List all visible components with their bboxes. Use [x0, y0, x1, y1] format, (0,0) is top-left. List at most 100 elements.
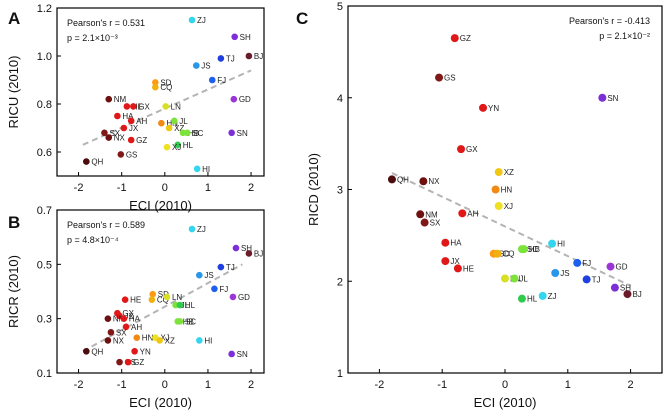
point-label-JL: JL [519, 274, 528, 283]
point-BJ [623, 290, 632, 299]
y-tick-label: 0.7 [37, 205, 52, 217]
point-JX [120, 124, 128, 132]
point-NM [104, 315, 112, 322]
point-label-YN: YN [488, 104, 499, 113]
y-tick-label: 1.2 [37, 3, 52, 15]
point-label-CQ: CQ [160, 83, 172, 92]
point-JL [510, 274, 519, 283]
point-label-XZ: XZ [504, 168, 514, 177]
point-SD [149, 290, 157, 298]
panel-letter: A [8, 9, 20, 28]
point-label-CQ: CQ [157, 296, 169, 305]
point-JX [441, 257, 450, 266]
point-label-AH: AH [136, 117, 147, 126]
point-label-SN: SN [237, 129, 248, 138]
point-GS [435, 73, 444, 82]
point-label-SD: SD [499, 250, 510, 259]
x-tick-label: 1 [205, 182, 211, 194]
plot-frame [56, 209, 265, 374]
point-HE [123, 103, 131, 110]
point-SX [420, 218, 429, 227]
point-label-GX: GX [122, 309, 134, 318]
point-label-TJ: TJ [226, 54, 235, 63]
point-label-SD: SD [158, 290, 169, 299]
point-XZ [156, 337, 163, 344]
point-GD [230, 95, 238, 103]
point-label-SH: SH [240, 33, 251, 42]
point-label-SD: SD [160, 78, 171, 87]
point-AH [458, 209, 467, 218]
point-label-HI: HI [204, 336, 212, 345]
point-JS [551, 268, 560, 277]
point-label-AH: AH [467, 209, 478, 218]
point-SH [232, 244, 240, 252]
point-label-GS: GS [126, 150, 138, 159]
point-label-JL: JL [179, 117, 188, 126]
point-label-NX: NX [113, 336, 125, 345]
point-SH [231, 33, 238, 41]
pearson-r: Pearson's r = -0.413 [569, 16, 650, 26]
point-label-XJ: XJ [172, 143, 181, 152]
panel-letter: C [296, 9, 308, 28]
point-label-GZ: GZ [133, 358, 144, 367]
pearson-r: Pearson's r = 0.589 [67, 220, 145, 230]
point-BJ [245, 250, 253, 257]
y-tick-label: 2 [337, 276, 343, 288]
panel-letter: B [8, 213, 20, 232]
point-label-BJ: BJ [632, 290, 641, 299]
point-ZJ [538, 291, 547, 300]
point-HN [158, 119, 165, 127]
point-HL [174, 141, 182, 149]
point-HE [121, 296, 129, 303]
point-FJ [573, 258, 582, 267]
point-label-JS: JS [560, 269, 569, 278]
point-label-JX: JX [450, 257, 460, 266]
point-NX [419, 177, 428, 186]
point-label-HI: HI [557, 240, 565, 249]
p-value: p = 4.8×10⁻⁴ [67, 235, 119, 245]
point-HL [517, 294, 526, 303]
point-label-SH: SH [620, 284, 631, 293]
point-label-SC: SC [527, 245, 538, 254]
point-CQ [148, 296, 156, 303]
point-label-HA: HA [450, 239, 462, 248]
point-HE [453, 264, 462, 273]
point-label-BJ: BJ [254, 249, 263, 258]
point-label-SH: SH [241, 244, 252, 253]
point-label-QH: QH [91, 347, 103, 356]
point-label-GD: GD [616, 263, 628, 272]
point-label-XZ: XZ [174, 124, 184, 133]
point-label-NM: NM [425, 210, 438, 219]
point-SX [107, 328, 115, 336]
y-tick-label: 1.0 [37, 51, 52, 63]
point-HN [491, 185, 500, 194]
point-NM [105, 95, 113, 103]
point-label-GX: GX [466, 145, 478, 154]
point-label-SX: SX [430, 219, 441, 228]
point-label-NM: NM [113, 315, 126, 324]
point-HN [133, 334, 141, 341]
point-HA [120, 315, 128, 322]
point-label-GX: GX [138, 102, 150, 111]
point-SC [176, 318, 184, 325]
trend-line [82, 263, 243, 353]
x-tick-label: -2 [375, 379, 385, 391]
point-GZ [127, 136, 135, 144]
point-GS [116, 358, 123, 366]
point-label-JX: JX [129, 124, 139, 133]
point-label-FJ: FJ [219, 285, 228, 294]
point-ZJ [188, 225, 196, 233]
x-axis-label: ECI (2010) [474, 395, 537, 410]
point-label-LN: LN [172, 293, 182, 302]
point-label-NM: NM [114, 95, 127, 104]
point-JS [196, 271, 203, 279]
point-SN [598, 93, 607, 102]
x-tick-label: 0 [162, 182, 168, 194]
point-XZ [165, 124, 173, 132]
point-label-QH: QH [397, 175, 409, 184]
point-ZJ [188, 16, 196, 24]
point-label-JS: JS [204, 271, 213, 280]
point-SN [228, 350, 235, 358]
point-label-NX: NX [428, 177, 440, 186]
